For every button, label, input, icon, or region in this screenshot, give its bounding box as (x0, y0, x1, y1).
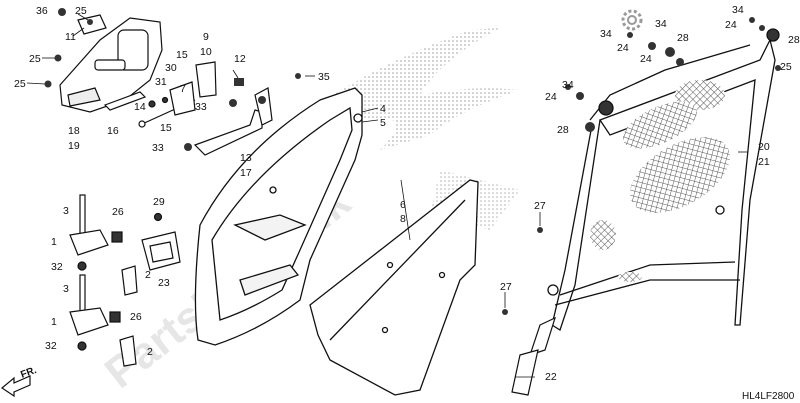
callout: 4 (380, 103, 386, 115)
callout: 16 (107, 125, 119, 137)
callout: 3 (63, 283, 69, 295)
callout: 9 (203, 31, 209, 43)
callout: 25 (780, 61, 792, 73)
callout: 8 (400, 213, 406, 225)
callout: 26 (130, 311, 142, 323)
screws-27 (502, 227, 543, 315)
fasteners-34-24-28 (565, 17, 781, 132)
callout: 24 (640, 53, 652, 65)
callout: 28 (788, 34, 800, 46)
callout: 32 (45, 340, 57, 352)
callout: 25 (14, 78, 26, 90)
callout: 1 (51, 316, 57, 328)
door-latch-housing (59, 17, 163, 113)
callout: 2 (147, 346, 153, 358)
callout: 11 (65, 31, 76, 43)
callout: 25 (75, 5, 87, 17)
callout: 33 (195, 101, 207, 113)
callout: 12 (234, 53, 246, 65)
bracket-11 (77, 14, 107, 35)
callout: 33 (152, 142, 164, 154)
callout: 31 (155, 76, 167, 88)
callout: 13 (240, 152, 252, 164)
net-mesh (590, 80, 730, 282)
callout: 34 (655, 18, 667, 30)
callout: 17 (240, 167, 252, 179)
callout: 1 (51, 236, 57, 248)
callout: 35 (318, 71, 330, 83)
diagram-code: HL4LF2800 (742, 391, 795, 402)
callout: 6 (400, 199, 406, 211)
latch-parts (148, 61, 217, 116)
callout: 26 (112, 206, 124, 218)
callout: 32 (51, 261, 63, 273)
front-label: FR. (19, 365, 38, 381)
callout: 2 (145, 269, 151, 281)
callout: 28 (557, 124, 569, 136)
callout: 22 (545, 371, 557, 383)
callout: 24 (725, 19, 737, 31)
callout: 7 (180, 83, 186, 95)
strap-22 (511, 316, 556, 396)
hinge-lower (69, 274, 137, 367)
door-panel-main (194, 87, 363, 346)
callout: 27 (500, 281, 512, 293)
callout: 15 (176, 49, 188, 61)
callout: 34 (732, 4, 744, 16)
callout: 14 (134, 101, 146, 113)
front-arrow: FR. (0, 365, 38, 398)
callout: 36 (36, 5, 48, 17)
hinge-upper (69, 194, 138, 296)
callout: 24 (545, 91, 557, 103)
callout: 28 (677, 32, 689, 44)
callout: 34 (600, 28, 612, 40)
callout: 34 (562, 79, 574, 91)
callout: 3 (63, 205, 69, 217)
callout: 24 (617, 42, 629, 54)
callout: 19 (68, 140, 80, 152)
callout: 25 (29, 53, 41, 65)
callout: 10 (200, 46, 212, 58)
screws-25 (44, 8, 93, 88)
gear-icon (621, 9, 643, 31)
callout: 15 (160, 122, 172, 134)
side-net-frame (547, 28, 780, 331)
callout: 18 (68, 125, 80, 137)
leader-lines (26, 13, 748, 378)
callout-labels: 36 25 11 25 25 18 19 9 10 15 30 7 31 14 … (14, 4, 800, 383)
callout: 30 (165, 62, 177, 74)
callout: 23 (158, 277, 170, 289)
callout: 27 (534, 200, 546, 212)
callout: 5 (380, 117, 386, 129)
door-panel-lower (309, 179, 479, 396)
callout: 29 (153, 196, 165, 208)
pull-strap-23 (141, 212, 181, 271)
fasteners-12-33-35 (184, 73, 301, 151)
callout: 20 (758, 141, 770, 153)
callout: 21 (758, 156, 770, 168)
